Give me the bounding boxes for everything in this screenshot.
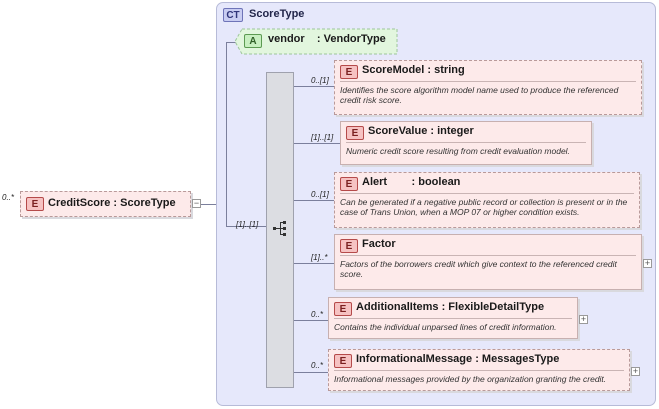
connector-line	[226, 42, 227, 227]
connector-line	[294, 200, 334, 201]
element-name: Alert : boolean	[362, 176, 461, 188]
sequence-compositor[interactable]	[266, 72, 294, 388]
element-divider	[346, 142, 586, 143]
element-name: Factor	[362, 238, 396, 250]
element-cardinality: 0..[1]	[311, 76, 329, 85]
element-documentation: Identifies the score algorithm model nam…	[340, 85, 619, 105]
complex-type-name: ScoreType	[249, 8, 305, 20]
element-informationalmessage[interactable]: E InformationalMessage : MessagesType In…	[328, 349, 630, 391]
element-factor[interactable]: E Factor Factors of the borrowers credit…	[334, 234, 642, 290]
connector-line	[294, 320, 328, 321]
element-badge: E	[340, 177, 358, 191]
attribute-vendor[interactable]	[234, 28, 400, 56]
element-cardinality: 0..[1]	[311, 190, 329, 199]
sequence-cardinality: [1]..[1]	[236, 220, 259, 229]
connector-line	[226, 226, 266, 227]
element-cardinality: 0..*	[311, 361, 324, 370]
element-badge: E	[340, 239, 358, 253]
expand-toggle-icon[interactable]: +	[579, 314, 588, 324]
root-cardinality: 0..*	[2, 193, 15, 202]
root-element-name: CreditScore : ScoreType	[48, 197, 176, 209]
element-name: AdditionalItems : FlexibleDetailType	[356, 301, 545, 313]
element-scorevalue[interactable]: E ScoreValue : integer Numeric credit sc…	[340, 121, 592, 165]
element-alert[interactable]: E Alert : boolean Can be generated if a …	[334, 172, 640, 228]
collapse-toggle-icon[interactable]: −	[192, 198, 201, 208]
element-name: ScoreModel : string	[362, 64, 465, 76]
element-cardinality: [1]..[1]	[311, 133, 334, 142]
element-cardinality: [1]..*	[311, 253, 328, 262]
element-documentation: Can be generated if a negative public re…	[340, 197, 628, 217]
expand-toggle-icon[interactable]: +	[631, 366, 640, 376]
element-documentation: Informational messages provided by the o…	[334, 374, 607, 384]
element-badge: E	[346, 126, 364, 140]
element-documentation: Numeric credit score resulting from cred…	[346, 146, 570, 156]
expand-toggle-icon[interactable]: +	[643, 258, 652, 268]
element-cardinality: 0..*	[311, 310, 324, 319]
root-element-creditscore[interactable]: E CreditScore : ScoreType	[20, 191, 191, 217]
element-divider	[340, 193, 634, 194]
complex-type-badge: CT	[223, 8, 243, 22]
connector-line	[201, 204, 216, 205]
element-badge: E	[334, 302, 352, 316]
element-badge: E	[340, 65, 358, 79]
attribute-name: vendor : VendorType	[268, 33, 386, 45]
element-documentation: Contains the individual unparsed lines o…	[334, 322, 557, 332]
element-scoremodel[interactable]: E ScoreModel : string Identifies the sco…	[334, 60, 642, 115]
sequence-compositor-icon	[273, 221, 286, 236]
element-name: InformationalMessage : MessagesType	[356, 353, 560, 365]
connector-line	[294, 263, 334, 264]
connector-line	[226, 42, 238, 43]
connector-line	[294, 372, 328, 373]
element-divider	[334, 370, 624, 371]
connector-line	[294, 86, 334, 87]
attribute-badge: A	[244, 34, 262, 48]
element-divider	[340, 81, 636, 82]
element-additionalitems[interactable]: E AdditionalItems : FlexibleDetailType C…	[328, 297, 578, 339]
element-divider	[334, 318, 572, 319]
element-name: ScoreValue : integer	[368, 125, 474, 137]
element-badge: E	[334, 354, 352, 368]
connector-line	[294, 143, 340, 144]
element-divider	[340, 255, 636, 256]
element-badge: E	[26, 197, 44, 211]
element-documentation: Factors of the borrowers credit which gi…	[340, 259, 617, 279]
